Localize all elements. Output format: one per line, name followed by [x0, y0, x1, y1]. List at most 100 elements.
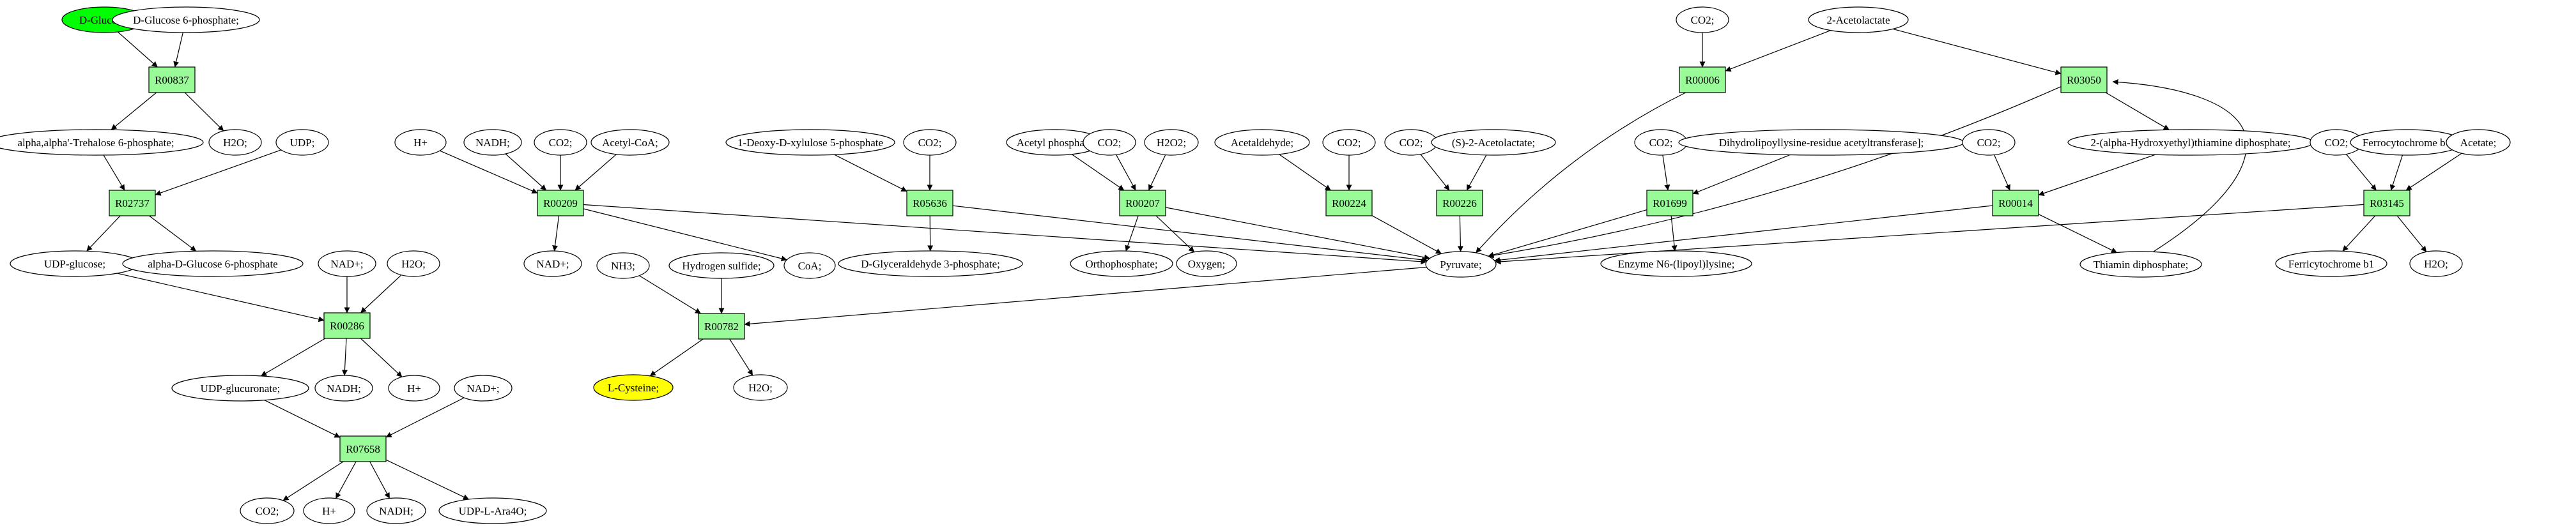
node-label: H2O;: [2424, 258, 2448, 270]
compound-node-g6p: D-Glucose 6-phosphate;: [112, 6, 260, 33]
node-label: Acetyl-CoA;: [602, 137, 658, 149]
compound-ellipse: [303, 497, 355, 524]
compound-node-co2_8: CO2;: [1962, 129, 2016, 156]
edge-r00207-to-ortho: [1125, 215, 1139, 252]
reaction-node-r00226: R00226: [1436, 190, 1483, 216]
edge-nadp_2-to-r07658: [385, 397, 465, 438]
compound-ellipse: [240, 497, 295, 524]
reaction-box: [698, 313, 745, 340]
compound-node-h2o2: H2O2;: [1144, 129, 1199, 156]
node-label: L-Cysteine;: [608, 382, 659, 394]
node-label: NAD+;: [536, 258, 569, 270]
compound-ellipse: [394, 129, 447, 156]
edge-dglc-to-r00837: [117, 31, 158, 68]
node-label: D-Glyceraldehyde 3-phosphate;: [861, 258, 1000, 270]
reaction-node-r00286: R00286: [323, 312, 371, 339]
compound-ellipse: [590, 129, 670, 156]
compound-node-udpara: UDP-L-Ara4O;: [438, 497, 547, 524]
compound-ellipse: [171, 375, 309, 402]
node-label: Ferricytochrome b1: [2288, 258, 2375, 270]
edge-r00014-to-tpp: [2038, 214, 2117, 253]
node-label: Acetaldehyde;: [1231, 137, 1293, 149]
compound-node-co2_3: CO2;: [903, 129, 957, 156]
edge-r07658-to-co2_1: [282, 461, 344, 501]
edge-udpglc-to-r00286: [117, 273, 325, 322]
edge-r01699-to-enzyme: [1670, 215, 1677, 252]
compound-ellipse: [1600, 250, 1752, 277]
reaction-node-r00006: R00006: [1679, 66, 1726, 93]
compound-node-h2o_1: H2O;: [208, 129, 262, 156]
edge-r07658-to-udpara: [385, 459, 469, 500]
compound-node-hetpp: 2-(alpha-Hydroxyethyl)thiamine diphospha…: [2067, 129, 2314, 156]
edge-co2_8-to-r00014: [1994, 155, 2010, 191]
node-label: R05636: [913, 197, 947, 209]
node-label: R00207: [1125, 197, 1160, 209]
compound-ellipse: [112, 6, 260, 33]
compound-ellipse: [1070, 250, 1173, 277]
reaction-node-r00209: R00209: [537, 190, 584, 216]
node-label: NADH;: [327, 382, 361, 395]
node-label: CO2;: [549, 137, 573, 149]
node-label: 2-(alpha-Hydroxyethyl)thiamine diphospha…: [2091, 137, 2291, 149]
edge-r03145-to-pyruvate: [1495, 204, 2364, 265]
compound-node-acetylcoa: Acetyl-CoA;: [590, 129, 670, 156]
compound-ellipse: [733, 374, 788, 401]
compound-node-h2o_3: H2O;: [733, 374, 788, 401]
compound-ellipse: [1962, 129, 2016, 156]
edge-r00837-to-trehalose: [111, 92, 157, 130]
compound-ellipse: [596, 252, 650, 279]
node-label: Thiamin diphosphate;: [2094, 259, 2189, 271]
edge-r00286-to-nadh_1: [341, 338, 348, 376]
compound-ellipse: [388, 375, 440, 402]
edge-ferrocyt-to-r03145: [2389, 155, 2403, 191]
node-label: Dihydrolipoyllysine-residue acetyltransf…: [1719, 137, 1924, 149]
compound-ellipse: [438, 497, 547, 524]
compound-node-deoxyx: 1-Deoxy-D-xylulose 5-phosphate: [725, 129, 895, 156]
node-label: H2O;: [748, 382, 773, 394]
node-label: Orthophosphate;: [1085, 258, 1157, 270]
edge-r01699-to-pyruvate: [1488, 209, 1647, 258]
edge-r00837-to-h2o_1: [184, 92, 224, 132]
node-label: Oxygen;: [1188, 258, 1226, 270]
compound-ellipse: [668, 252, 775, 279]
edge-tpp-to-r03050: [2112, 79, 2247, 252]
node-label: CO2;: [1691, 14, 1715, 26]
compound-ellipse: [1808, 6, 1909, 33]
compound-ellipse: [783, 252, 836, 279]
compound-node-hplus_3: H+: [394, 129, 447, 156]
edge-acetolact-to-r00006: [1725, 30, 1832, 72]
compound-ellipse: [2446, 129, 2511, 156]
node-label: NH3;: [611, 260, 635, 272]
compound-node-nadp_1: NAD+;: [318, 250, 376, 277]
edge-trehalose-to-r02737: [103, 155, 125, 191]
reaction-box: [323, 312, 371, 339]
compound-node-tpp: Thiamin diphosphate;: [2079, 251, 2202, 278]
compound-node-cys: L-Cysteine;: [593, 374, 674, 401]
compound-ellipse: [0, 129, 204, 156]
compound-ellipse: [1676, 6, 1729, 33]
compound-node-nadh_1: NADH;: [314, 375, 373, 402]
edge-acetate-to-r03145: [2405, 153, 2462, 191]
reaction-node-r07658: R07658: [339, 435, 387, 462]
compound-ellipse: [523, 250, 582, 277]
node-label: Pyruvate;: [1440, 259, 1481, 271]
node-layer: D-Glucose;D-Glucose 6-phosphate;R00837al…: [0, 6, 2511, 524]
node-label: R00226: [1442, 197, 1477, 209]
reaction-box: [1992, 190, 2039, 216]
edge-r00286-to-udpgluc: [261, 338, 326, 377]
compound-ellipse: [1083, 129, 1136, 156]
compound-node-dg3p: D-Glyceraldehyde 3-phosphate;: [838, 250, 1023, 277]
compound-node-nadp_2: NAD+;: [454, 375, 513, 402]
reaction-box: [1679, 66, 1726, 93]
edge-hplus_3-to-r00209: [439, 150, 538, 194]
edge-r07658-to-nadh_2: [369, 461, 390, 499]
compound-ellipse: [1425, 251, 1497, 278]
node-label: R03145: [2370, 197, 2404, 209]
node-label: R07658: [346, 443, 380, 455]
node-label: Enzyme N6-(lipoyl)lysine;: [1618, 258, 1735, 270]
node-label: UDP-glucose;: [44, 258, 105, 270]
compound-node-oxygen: Oxygen;: [1176, 250, 1237, 277]
node-label: NADH;: [475, 137, 510, 149]
reaction-box: [109, 190, 156, 216]
